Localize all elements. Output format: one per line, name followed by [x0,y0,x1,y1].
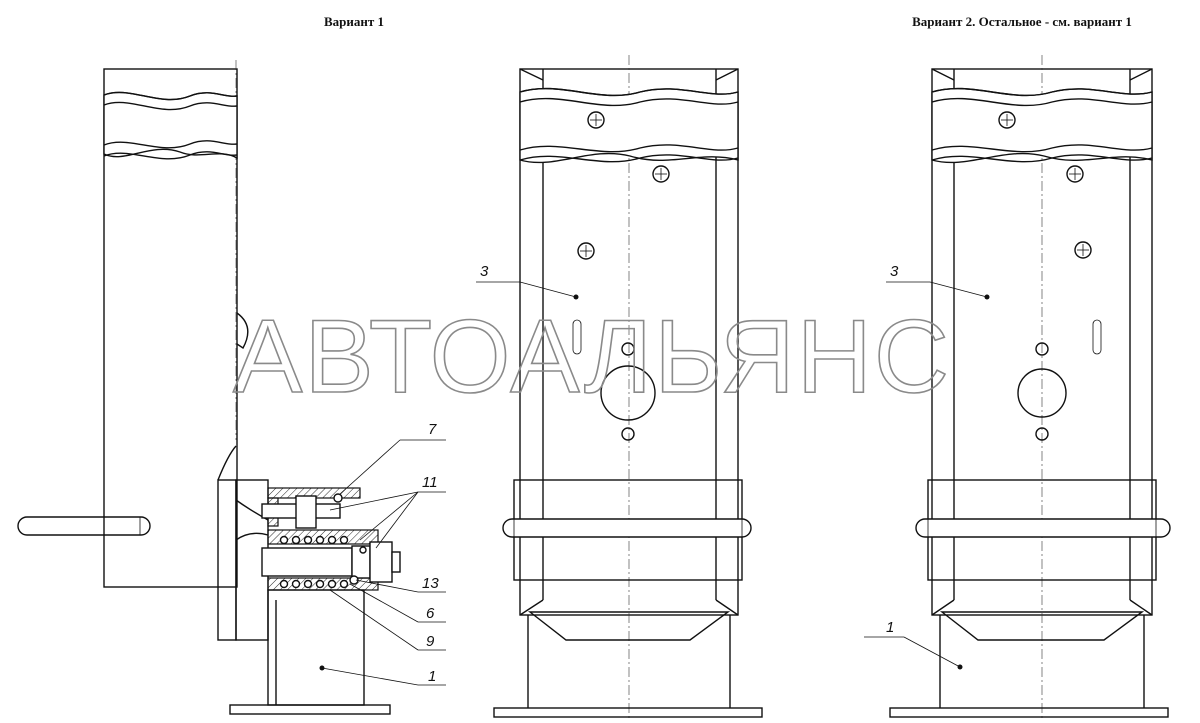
watermark: АВТОАЛЬЯНС [233,299,951,415]
break-band-mid [519,87,739,164]
callout-3-v2: 3 [890,263,899,280]
column-clip [236,312,249,350]
base-plate-left [229,704,391,715]
spring-coils [279,535,349,589]
part-7-pin [333,493,343,503]
base-column [267,589,365,706]
pin-mid [502,518,752,538]
callout-7: 7 [428,421,437,438]
cradle-v2 [939,611,1145,641]
callout-6: 6 [426,605,435,622]
side-plate [217,479,237,641]
base-plate-v2 [889,707,1169,718]
callout-9: 9 [426,633,435,650]
callout-1: 1 [428,668,436,685]
view-variant-1: 7 11 13 6 9 1 [17,60,446,715]
column-side [103,68,238,588]
spring-plunger [261,547,353,577]
slot-v2 [1092,319,1102,355]
view-variant-1-front: 3 [476,55,763,720]
slot-mid [572,319,582,355]
pin-v2 [915,518,1171,538]
title-variant-1: Вариант 1 [324,14,384,29]
view-variant-2: 3 1 [864,55,1171,720]
callout-3-mid: 3 [480,263,489,280]
break-band-v2 [931,87,1153,164]
callout-1-v2: 1 [886,619,894,636]
title-variant-2: Вариант 2. Остальное - см. вариант 1 [912,14,1132,29]
mounting-holes-mid [577,111,670,441]
base-plate-mid [493,707,763,718]
end-nut [369,541,393,583]
mounting-holes-v2 [998,111,1092,441]
callout-13: 13 [422,575,439,592]
cradle-mid [527,611,731,641]
pin-left [17,516,151,536]
upper-nut [295,495,317,529]
callout-11: 11 [422,474,438,491]
